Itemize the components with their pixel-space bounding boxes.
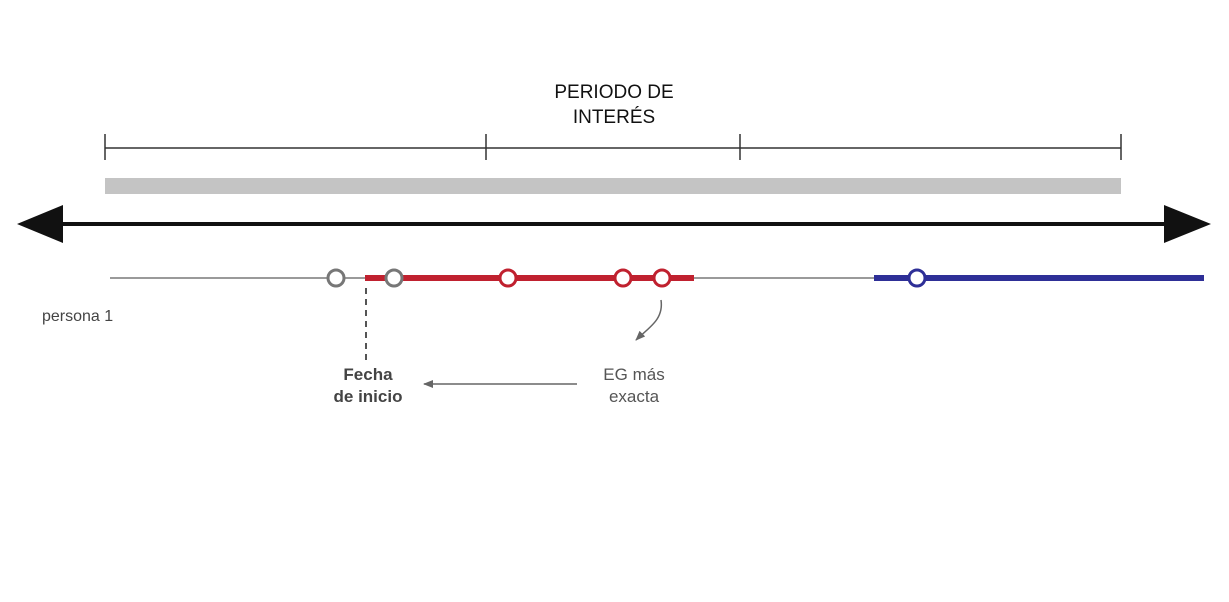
start-date-label-line-1: Fecha bbox=[343, 365, 393, 384]
axis-arrow-left-icon bbox=[17, 205, 63, 243]
axis-arrow-right-icon bbox=[1164, 205, 1211, 243]
blue-marker-1 bbox=[907, 268, 927, 288]
grey-marker-1 bbox=[326, 268, 346, 288]
time-axis bbox=[17, 205, 1211, 243]
precise-eg-label-line-1: EG más bbox=[603, 365, 664, 384]
period-bracket bbox=[104, 134, 1122, 160]
red-marker-2 bbox=[613, 268, 633, 288]
period-bar bbox=[105, 178, 1121, 194]
person-1-timeline bbox=[110, 268, 1204, 288]
curved-arrow-icon bbox=[635, 299, 663, 341]
person-label: persona 1 bbox=[42, 308, 113, 325]
grey-marker-2 bbox=[384, 268, 404, 288]
title-line-2: INTERÉS bbox=[573, 107, 655, 128]
red-marker-1 bbox=[498, 268, 518, 288]
precise-eg-label-line-2: exacta bbox=[609, 387, 660, 406]
red-marker-3 bbox=[652, 268, 672, 288]
title-line-1: PERIODO DE bbox=[554, 82, 673, 103]
start-date-label-line-2: de inicio bbox=[334, 387, 403, 406]
